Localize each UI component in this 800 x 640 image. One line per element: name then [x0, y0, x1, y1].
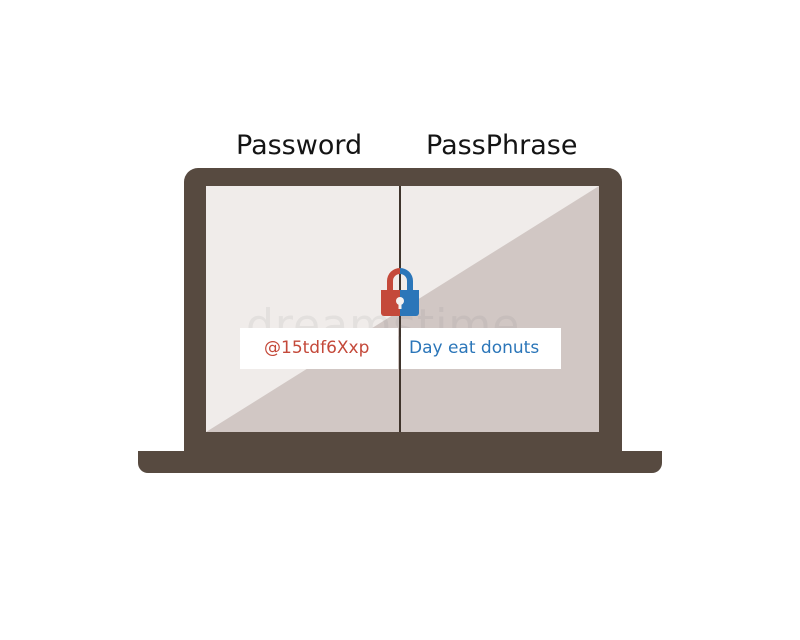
password-value: @15tdf6Xxp — [264, 338, 370, 358]
password-heading: Password — [236, 130, 363, 161]
lock-shackle-right — [400, 268, 413, 290]
passphrase-heading: PassPhrase — [426, 130, 578, 161]
lock-keyhole-slot — [398, 302, 402, 309]
padlock-icon — [378, 268, 422, 318]
lock-keyhole — [396, 297, 404, 305]
lock-body-right — [400, 290, 419, 316]
laptop-base — [138, 451, 662, 473]
lock-body-left — [381, 290, 400, 316]
lock-shackle-left — [387, 268, 400, 290]
password-field[interactable]: @15tdf6Xxp — [240, 328, 398, 369]
passphrase-field[interactable]: Day eat donuts — [401, 328, 561, 369]
passphrase-value: Day eat donuts — [409, 338, 540, 358]
